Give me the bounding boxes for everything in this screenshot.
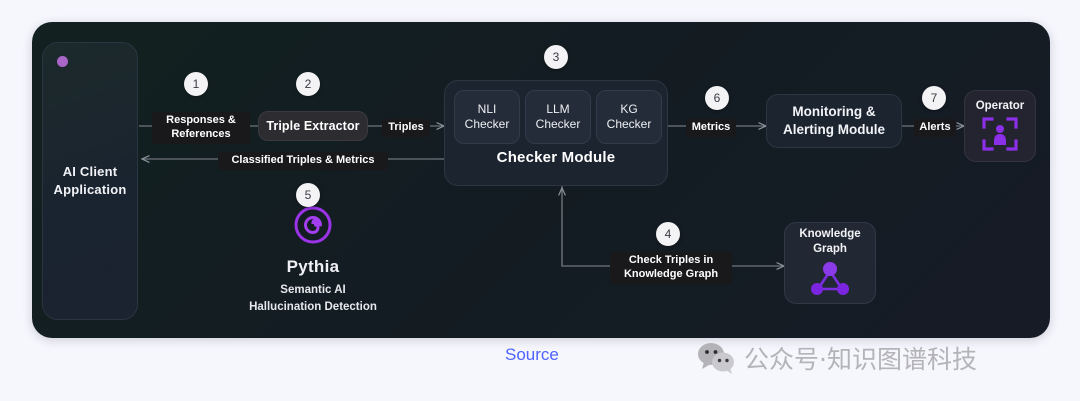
node-triple-extractor[interactable]: Triple Extractor: [258, 111, 368, 141]
nli-checker-label: NLI Checker: [464, 102, 510, 131]
edge-label-responses-references: Responses & References: [152, 112, 250, 144]
step-badge-2: 2: [296, 72, 320, 96]
step-badge-5: 5: [296, 183, 320, 207]
step-badge-3: 3: [544, 45, 568, 69]
edge-label-metrics: Metrics: [686, 119, 736, 137]
wechat-icon: [698, 343, 734, 374]
pythia-branding: Pythia Semantic AI Hallucination Detecti…: [222, 204, 404, 315]
node-ai-client-application[interactable]: AI Client Application: [42, 42, 138, 320]
edge-label-alerts: Alerts: [914, 119, 956, 137]
step-badge-1: 1: [184, 72, 208, 96]
edge-label-triples: Triples: [382, 119, 430, 137]
client-label: AI Client Application: [53, 164, 127, 197]
monitoring-label: Monitoring & Alerting Module: [783, 104, 885, 137]
node-nli-checker[interactable]: NLI Checker: [454, 90, 520, 144]
checker-module-title: Checker Module: [496, 149, 616, 166]
pythia-tagline: Semantic AI Hallucination Detection: [249, 284, 377, 313]
client-dot: [57, 56, 68, 67]
edge-label-classified-triples-metrics: Classified Triples & Metrics: [218, 152, 388, 170]
wechat-watermark: 公众号·知识图谱科技: [697, 340, 977, 376]
edge-label-check-triples-in-knowledge-graph: Check Triples in Knowledge Graph: [610, 252, 732, 284]
llm-checker-label: LLM Checker: [535, 102, 581, 131]
node-operator[interactable]: Operator: [964, 90, 1036, 162]
knowledge-graph-nodes-icon: [811, 261, 849, 295]
source-link[interactable]: Source: [505, 345, 559, 364]
pythia-name: Pythia: [286, 257, 340, 276]
node-knowledge-graph[interactable]: Knowledge Graph: [784, 222, 876, 304]
step-badge-6: 6: [705, 86, 729, 110]
node-kg-checker[interactable]: KG Checker: [596, 90, 662, 144]
operator-person-scan-icon: [982, 117, 1018, 151]
diagram-panel: AI Client Application Triple Extractor N…: [32, 22, 1050, 338]
pythia-spiral-icon: [294, 206, 332, 244]
knowledge-graph-label: Knowledge Graph: [799, 228, 861, 255]
watermark-text: 公众号·知识图谱科技: [744, 345, 977, 374]
step-badge-7: 7: [922, 86, 946, 110]
triple-extractor-label: Triple Extractor: [266, 119, 360, 133]
step-badge-4: 4: [656, 222, 680, 246]
node-llm-checker[interactable]: LLM Checker: [525, 90, 591, 144]
kg-checker-label: KG Checker: [606, 102, 652, 131]
operator-label: Operator: [975, 100, 1025, 112]
node-checker-module[interactable]: NLI Checker LLM Checker KG Checker Check…: [444, 80, 668, 186]
node-monitoring-alerting-module[interactable]: Monitoring & Alerting Module: [766, 94, 902, 148]
